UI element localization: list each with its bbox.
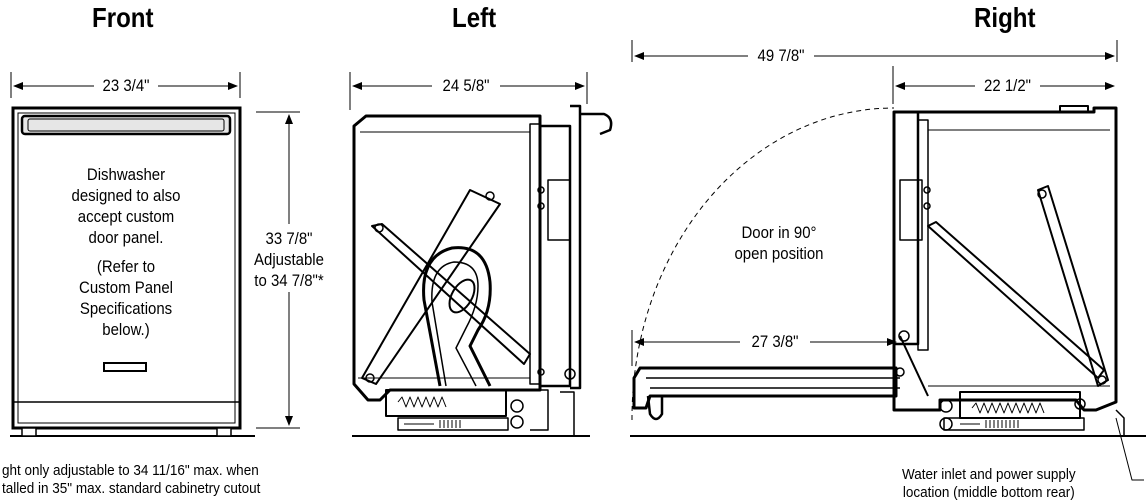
open-door <box>632 366 898 410</box>
front-view-title: Front <box>92 2 154 33</box>
door-swing-arc <box>631 107 895 421</box>
front-body <box>11 106 242 430</box>
front-view <box>10 72 300 437</box>
water-note-line1: Water inlet and power supply <box>902 466 1076 483</box>
front-text-line7: Specifications <box>79 299 173 318</box>
footnote-line2: talled in 35" max. standard cabinetry cu… <box>2 480 261 497</box>
right-overall-label: 49 7/8" <box>751 46 811 66</box>
left-tub-outline <box>352 114 542 402</box>
front-control-slot <box>103 362 147 372</box>
front-height-value: 33 7/8" <box>265 229 313 248</box>
height-footnote: ght only adjustable to 34 11/16" max. wh… <box>2 462 260 498</box>
front-text-line1: Dishwasher <box>86 165 166 184</box>
front-text-line2: designed to also <box>71 186 181 205</box>
front-text-line5: (Refer to <box>96 257 156 276</box>
front-height-adjust-2: to 34 7/8"* <box>254 271 324 290</box>
water-inlet-leader <box>1115 417 1144 481</box>
right-view <box>631 40 1144 481</box>
water-note-line2: location (middle bottom rear) <box>902 484 1075 501</box>
footnote-line1: ght only adjustable to 34 11/16" max. wh… <box>2 462 259 479</box>
left-view <box>349 72 613 436</box>
front-panel-text: Dishwasher designed to also accept custo… <box>64 164 187 340</box>
right-depth-label: 22 1/2" <box>978 76 1037 96</box>
right-tub-outline <box>892 106 1118 412</box>
front-handle <box>20 114 232 136</box>
right-view-title: Right <box>974 2 1036 33</box>
left-drain-pipe <box>422 246 492 387</box>
front-text-line6: Custom Panel <box>79 278 173 297</box>
door-open-depth-label: 27 3/8" <box>744 332 806 352</box>
front-height-label: 33 7/8" Adjustable to 34 7/8"* <box>249 228 329 291</box>
front-width-label: 23 3/4" <box>97 76 155 96</box>
door-open-note: Door in 90° open position <box>722 222 836 264</box>
front-text-line4: door panel. <box>88 228 164 247</box>
water-inlet-note: Water inlet and power supply location (m… <box>902 466 1076 502</box>
left-view-title: Left <box>452 2 497 33</box>
left-depth-label: 24 5/8" <box>436 76 496 96</box>
front-text-line3: accept custom <box>77 207 175 226</box>
front-text-line8: below.) <box>102 320 150 339</box>
door-note-line1: Door in 90° <box>741 223 817 242</box>
door-note-line2: open position <box>734 244 824 263</box>
front-height-adjust-1: Adjustable <box>254 250 324 269</box>
